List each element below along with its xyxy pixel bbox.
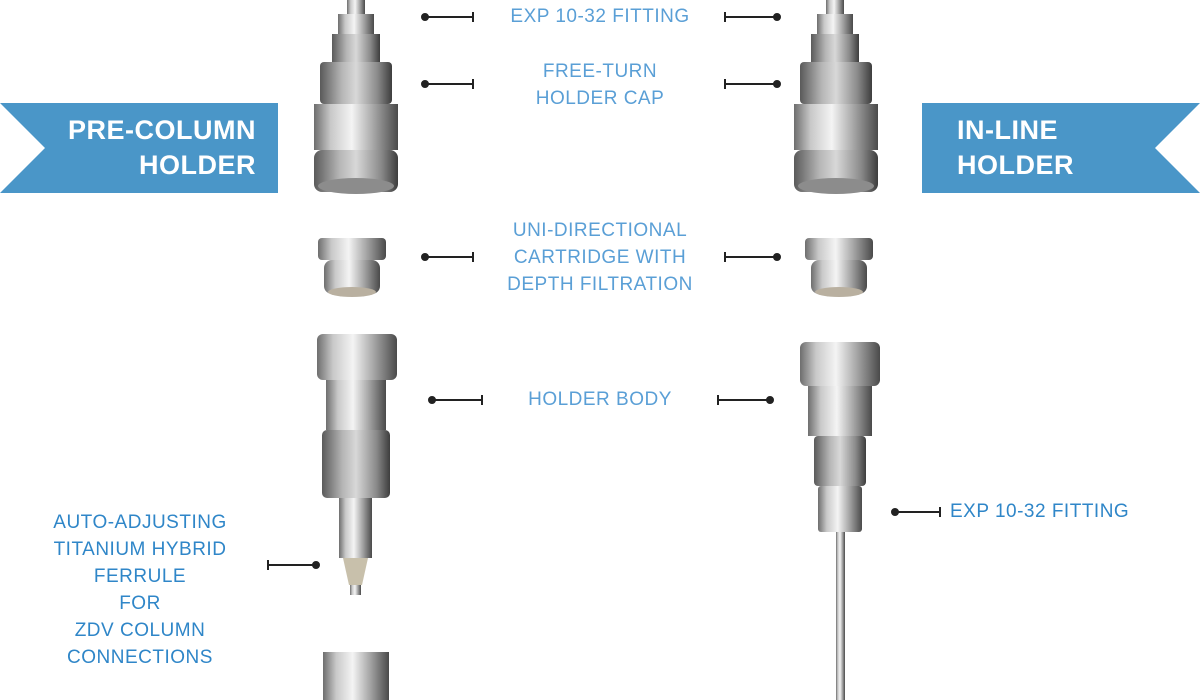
label-fitting-top: EXP 10-32 FITTING — [510, 6, 690, 27]
right-holder-body — [800, 342, 880, 700]
label-line: FREE-TURN — [542, 61, 658, 82]
banner-line: HOLDER — [957, 150, 1074, 180]
leader-lines — [267, 12, 941, 570]
label-holder-cap: FREE-TURN HOLDER CAP — [480, 58, 720, 112]
label-line: UNI-DIRECTIONAL — [512, 220, 688, 241]
label-line: DEPTH FILTRATION — [507, 274, 693, 295]
label-line: FERRULE — [93, 566, 187, 587]
right-holder-cap — [794, 62, 878, 194]
label-line: ZDV COLUMN — [74, 620, 206, 641]
banner-line: IN-LINE — [957, 115, 1058, 145]
right-banner — [922, 103, 1200, 193]
ferrule — [343, 558, 368, 585]
left-holder-body — [317, 334, 397, 595]
pre-column-holder-banner: PRE-COLUMN HOLDER — [48, 113, 256, 183]
left-top-fitting — [332, 0, 380, 62]
label-holder-body: HOLDER BODY — [528, 389, 672, 410]
label-line: TITANIUM HYBRID — [53, 539, 227, 560]
right-cartridge — [805, 238, 873, 297]
left-holder-cap — [314, 62, 398, 194]
banner-line: HOLDER — [139, 150, 256, 180]
banner-line: PRE-COLUMN — [68, 115, 256, 145]
label-line: FOR — [119, 593, 161, 614]
label-fitting-right: EXP 10-32 FITTING — [950, 501, 1130, 522]
right-top-fitting — [811, 0, 859, 62]
left-column-end — [323, 652, 389, 700]
label-line: CARTRIDGE WITH — [513, 247, 687, 268]
left-cartridge — [318, 238, 386, 297]
in-line-holder-banner: IN-LINE HOLDER — [957, 113, 1157, 183]
label-line: HOLDER CAP — [535, 88, 665, 109]
label-line: CONNECTIONS — [67, 647, 213, 668]
left-banner — [0, 103, 278, 193]
label-ferrule: AUTO-ADJUSTING TITANIUM HYBRID FERRULE F… — [20, 509, 260, 671]
label-line: AUTO-ADJUSTING — [53, 512, 227, 533]
label-cartridge: UNI-DIRECTIONAL CARTRIDGE WITH DEPTH FIL… — [470, 217, 730, 298]
